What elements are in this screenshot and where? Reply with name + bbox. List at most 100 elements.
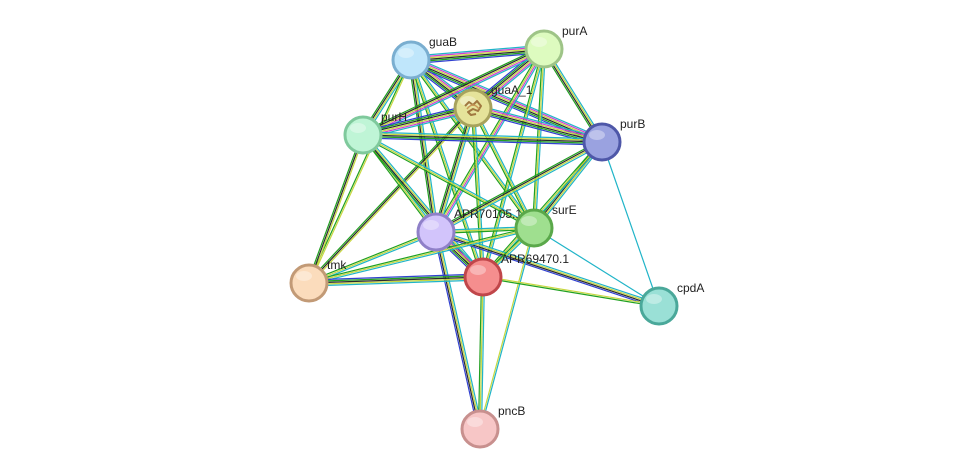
- edge-line-database: [363, 133, 536, 228]
- edge-line-textmining: [411, 58, 603, 142]
- edge-line-textmining: [309, 135, 365, 284]
- edge-line-textmining: [436, 231, 482, 429]
- edge-line-coexpression: [410, 60, 602, 144]
- node-tmk[interactable]: tmk: [289, 258, 347, 303]
- edge-line-coexpression: [411, 49, 545, 62]
- protein-structure-icon: [464, 100, 482, 116]
- node-highlight: [589, 130, 605, 140]
- edge-line-database: [473, 103, 604, 139]
- edge-line-neighborhood: [411, 50, 545, 63]
- edge-line-textmining: [309, 277, 484, 286]
- edge-line-coexpression: [308, 134, 364, 284]
- edge-line-textmining: [410, 47, 544, 60]
- node-circle[interactable]: [514, 208, 554, 248]
- edge-guaA_1-APR70105.1[interactable]: [433, 107, 476, 233]
- node-label: tmk: [327, 258, 347, 272]
- node-label: pncB: [498, 404, 525, 418]
- edge-line-database: [480, 277, 486, 430]
- edge-line-neighborhood: [471, 108, 534, 229]
- edge-line-neighborhood: [434, 139, 602, 231]
- node-highlight: [470, 265, 486, 275]
- node-guaA_1[interactable]: guaA_1: [453, 83, 533, 128]
- node-circle[interactable]: [343, 115, 383, 155]
- edge-guaB-tmk[interactable]: [307, 59, 413, 284]
- node-purH[interactable]: purH: [343, 110, 407, 155]
- node-guaB[interactable]: guaB: [391, 35, 457, 80]
- edge-purH-tmk[interactable]: [307, 134, 365, 284]
- edge-guaB-purA[interactable]: [410, 44, 545, 65]
- edge-APR69470.1-cpdA[interactable]: [482, 275, 660, 308]
- edge-line-database: [437, 231, 483, 429]
- edge-surE-pncB[interactable]: [478, 227, 536, 430]
- edge-purB-cpdA[interactable]: [601, 141, 660, 307]
- node-pncB[interactable]: pncB: [460, 404, 525, 449]
- edge-line-database: [411, 59, 485, 277]
- edge-line-neighborhood: [307, 134, 363, 283]
- edge-line-database: [601, 141, 660, 307]
- edge-line-neighborhood: [409, 61, 602, 145]
- edge-guaB-purB[interactable]: [409, 56, 604, 146]
- node-circle[interactable]: [524, 29, 564, 69]
- node-circle[interactable]: [463, 257, 503, 297]
- edge-guaB-APR70105.1[interactable]: [408, 59, 439, 233]
- edge-line-homology: [409, 62, 601, 146]
- edge-surE-tmk[interactable]: [308, 225, 535, 286]
- edge-purB-APR70105.1[interactable]: [434, 139, 604, 235]
- edge-line-experiment: [411, 57, 604, 141]
- edge-line-coexpression: [434, 107, 473, 232]
- node-label: purB: [620, 117, 645, 131]
- edge-line-textmining: [479, 276, 484, 430]
- node-highlight: [423, 220, 439, 230]
- edge-line-database: [437, 108, 476, 233]
- node-surE[interactable]: surE: [514, 203, 577, 248]
- node-cpdA[interactable]: cpdA: [639, 281, 704, 326]
- edge-line-coexpression: [362, 47, 544, 135]
- edge-line-textmining: [436, 108, 475, 233]
- edge-line-experiment: [436, 49, 546, 233]
- node-circle[interactable]: [460, 409, 500, 449]
- edge-line-database: [364, 133, 486, 276]
- node-highlight: [521, 216, 537, 226]
- edge-surE-cpdA[interactable]: [533, 227, 660, 307]
- node-APR69470.1[interactable]: APR69470.1: [463, 252, 569, 297]
- edge-line-textmining: [473, 106, 603, 142]
- edge-line-database: [533, 227, 660, 307]
- edge-line-textmining: [436, 142, 603, 234]
- edge-purH-surE[interactable]: [361, 133, 536, 230]
- node-circle[interactable]: [582, 122, 622, 162]
- edge-line-textmining: [308, 227, 535, 284]
- edge-line-neighborhood: [409, 60, 534, 230]
- edge-line-neighborhood: [433, 107, 472, 232]
- edge-APR70105.1-pncB[interactable]: [433, 231, 483, 430]
- edge-line-coexpression: [435, 140, 602, 232]
- node-purA[interactable]: purA: [524, 24, 587, 69]
- node-highlight: [350, 123, 366, 133]
- edge-line-textmining: [411, 59, 438, 232]
- edge-line-textmining: [309, 60, 413, 284]
- edge-line-neighborhood: [308, 230, 436, 283]
- node-highlight: [467, 417, 483, 427]
- edge-line-neighborhood: [408, 60, 435, 233]
- edge-line-neighborhood: [482, 277, 659, 308]
- node-circle[interactable]: [416, 212, 456, 252]
- node-circle[interactable]: [391, 40, 431, 80]
- edge-line-database: [410, 44, 544, 57]
- edge-guaA_1-surE[interactable]: [471, 107, 536, 229]
- edge-line-coexpression: [362, 134, 603, 143]
- edge-purH-purB[interactable]: [362, 131, 603, 146]
- edge-APR69470.1-pncB[interactable]: [477, 276, 486, 430]
- edge-line-neighborhood: [361, 135, 534, 230]
- edge-line-homology: [433, 232, 479, 430]
- edge-line-neighborhood: [362, 135, 602, 145]
- edge-line-neighborhood: [477, 276, 483, 429]
- node-circle[interactable]: [639, 286, 679, 326]
- edge-APR69470.1-tmk[interactable]: [308, 273, 484, 287]
- edge-line-experiment: [473, 105, 603, 141]
- edge-line-homology: [411, 52, 545, 65]
- node-APR70105.1[interactable]: APR70105.1: [416, 207, 522, 252]
- node-label: guaB: [429, 35, 457, 49]
- edge-line-coexpression: [308, 276, 484, 284]
- node-circle[interactable]: [289, 263, 329, 303]
- node-purB[interactable]: purB: [582, 117, 645, 162]
- node-label: APR70105.1: [454, 207, 522, 221]
